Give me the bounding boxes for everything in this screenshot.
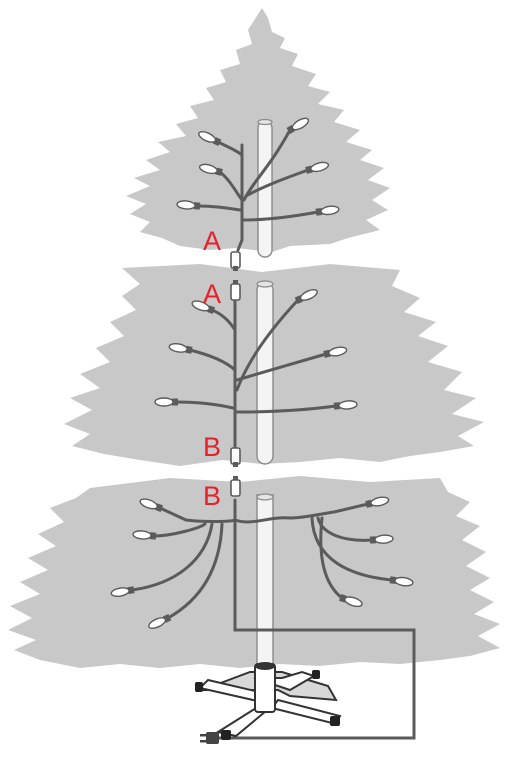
bulbs-bottom-section <box>110 496 414 630</box>
tree-stand <box>195 662 342 740</box>
bulb-icon <box>305 161 330 174</box>
bulb-icon <box>191 300 216 314</box>
bulb-icon <box>365 496 390 508</box>
bulb-icon <box>339 594 363 608</box>
pole-top <box>257 118 273 258</box>
bulb-icon <box>323 346 348 358</box>
bulb-icon <box>110 586 135 598</box>
light-cords <box>130 128 416 740</box>
bulb-icon <box>139 498 164 512</box>
bulbs-middle-section <box>154 288 358 410</box>
connector-icon <box>230 251 241 271</box>
bulb-icon <box>315 205 340 216</box>
bulb-icon <box>389 576 414 587</box>
power-plug-icon <box>200 732 219 744</box>
pole-bottom <box>256 493 274 666</box>
bulb-icon <box>198 130 222 147</box>
label-middle-plug: B <box>203 432 222 462</box>
connector-icon <box>230 447 241 467</box>
bulb-icon <box>294 288 318 305</box>
bulb-icon <box>154 397 178 407</box>
foliage-middle-section <box>64 264 484 466</box>
bulb-icon <box>168 342 193 354</box>
connector-icon <box>230 476 241 497</box>
label-bottom-socket: B <box>203 481 222 511</box>
bulb-icon <box>148 613 172 630</box>
bulb-icon <box>333 400 358 410</box>
bulb-icon <box>176 200 201 210</box>
connector-icon <box>230 280 241 301</box>
foliage-bottom-section <box>8 476 500 668</box>
bulb-icon <box>132 530 157 540</box>
bulbs-top-section <box>176 117 340 216</box>
bulb-icon <box>286 117 310 135</box>
label-top-plug: A <box>203 226 222 256</box>
bulb-icon <box>198 163 223 176</box>
label-middle-socket: A <box>203 279 222 309</box>
bulb-icon <box>369 534 394 544</box>
